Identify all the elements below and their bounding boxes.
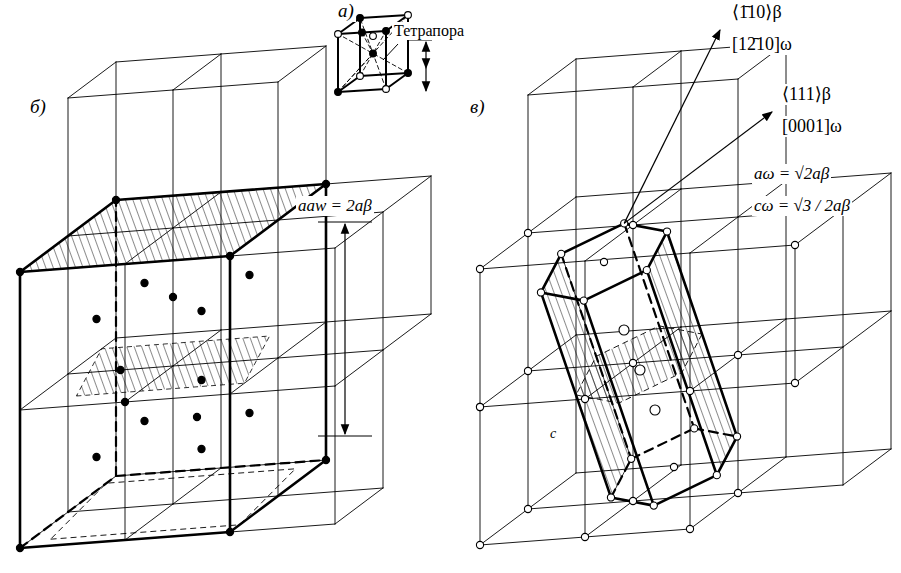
direction-label: ⟨111⟩β [780,84,833,105]
omega-cell-edge [541,223,667,300]
omega-cell-edge [541,232,737,506]
unit-cube-edge [480,43,891,545]
panel-label: а) [336,0,356,22]
panel-label: б) [28,96,48,118]
dimension-arrow [344,224,345,330]
pore-circle [370,33,377,40]
dimension-label: aaw = 2aβ [296,196,374,216]
dimension-tick [318,436,372,437]
dimension-arrow [425,68,426,91]
formula-label: aω = √2aβ [752,164,831,184]
omega-cell-hidden-edge [561,223,737,497]
aw-cell-edge [20,184,326,548]
unit-cube-edge [20,46,431,548]
atom-dot [359,29,377,57]
dimension-arrow [425,42,426,68]
callout-label: Тетрапора [392,22,466,40]
leader-line [383,44,398,60]
direction-label: [12̄10]ω [730,34,794,55]
dimension-arrow [344,330,345,434]
direction-arrow [624,112,772,223]
bcc-lattice-panel [16,46,431,552]
omega-cell-panel [476,30,891,549]
atom-circle [600,258,677,470]
direction-arrow [624,30,720,223]
hatched-plane [576,326,702,403]
direction-label: ⟨1̄10⟩β [730,2,784,23]
aw-cell-hidden-edge [20,200,326,548]
hatched-plane [76,336,269,396]
axis-label: c [548,426,558,442]
atom-dot [16,180,329,551]
formula-label: cω = √3 / 2aβ [752,196,852,216]
dashed-plane [51,469,296,539]
panel-label: в) [468,96,487,118]
direction-label: [0001]ω [780,116,844,137]
dimension-tick [318,222,372,223]
atom-circle [476,220,798,549]
hatched-plane [20,184,326,272]
atom-circle [619,325,660,415]
